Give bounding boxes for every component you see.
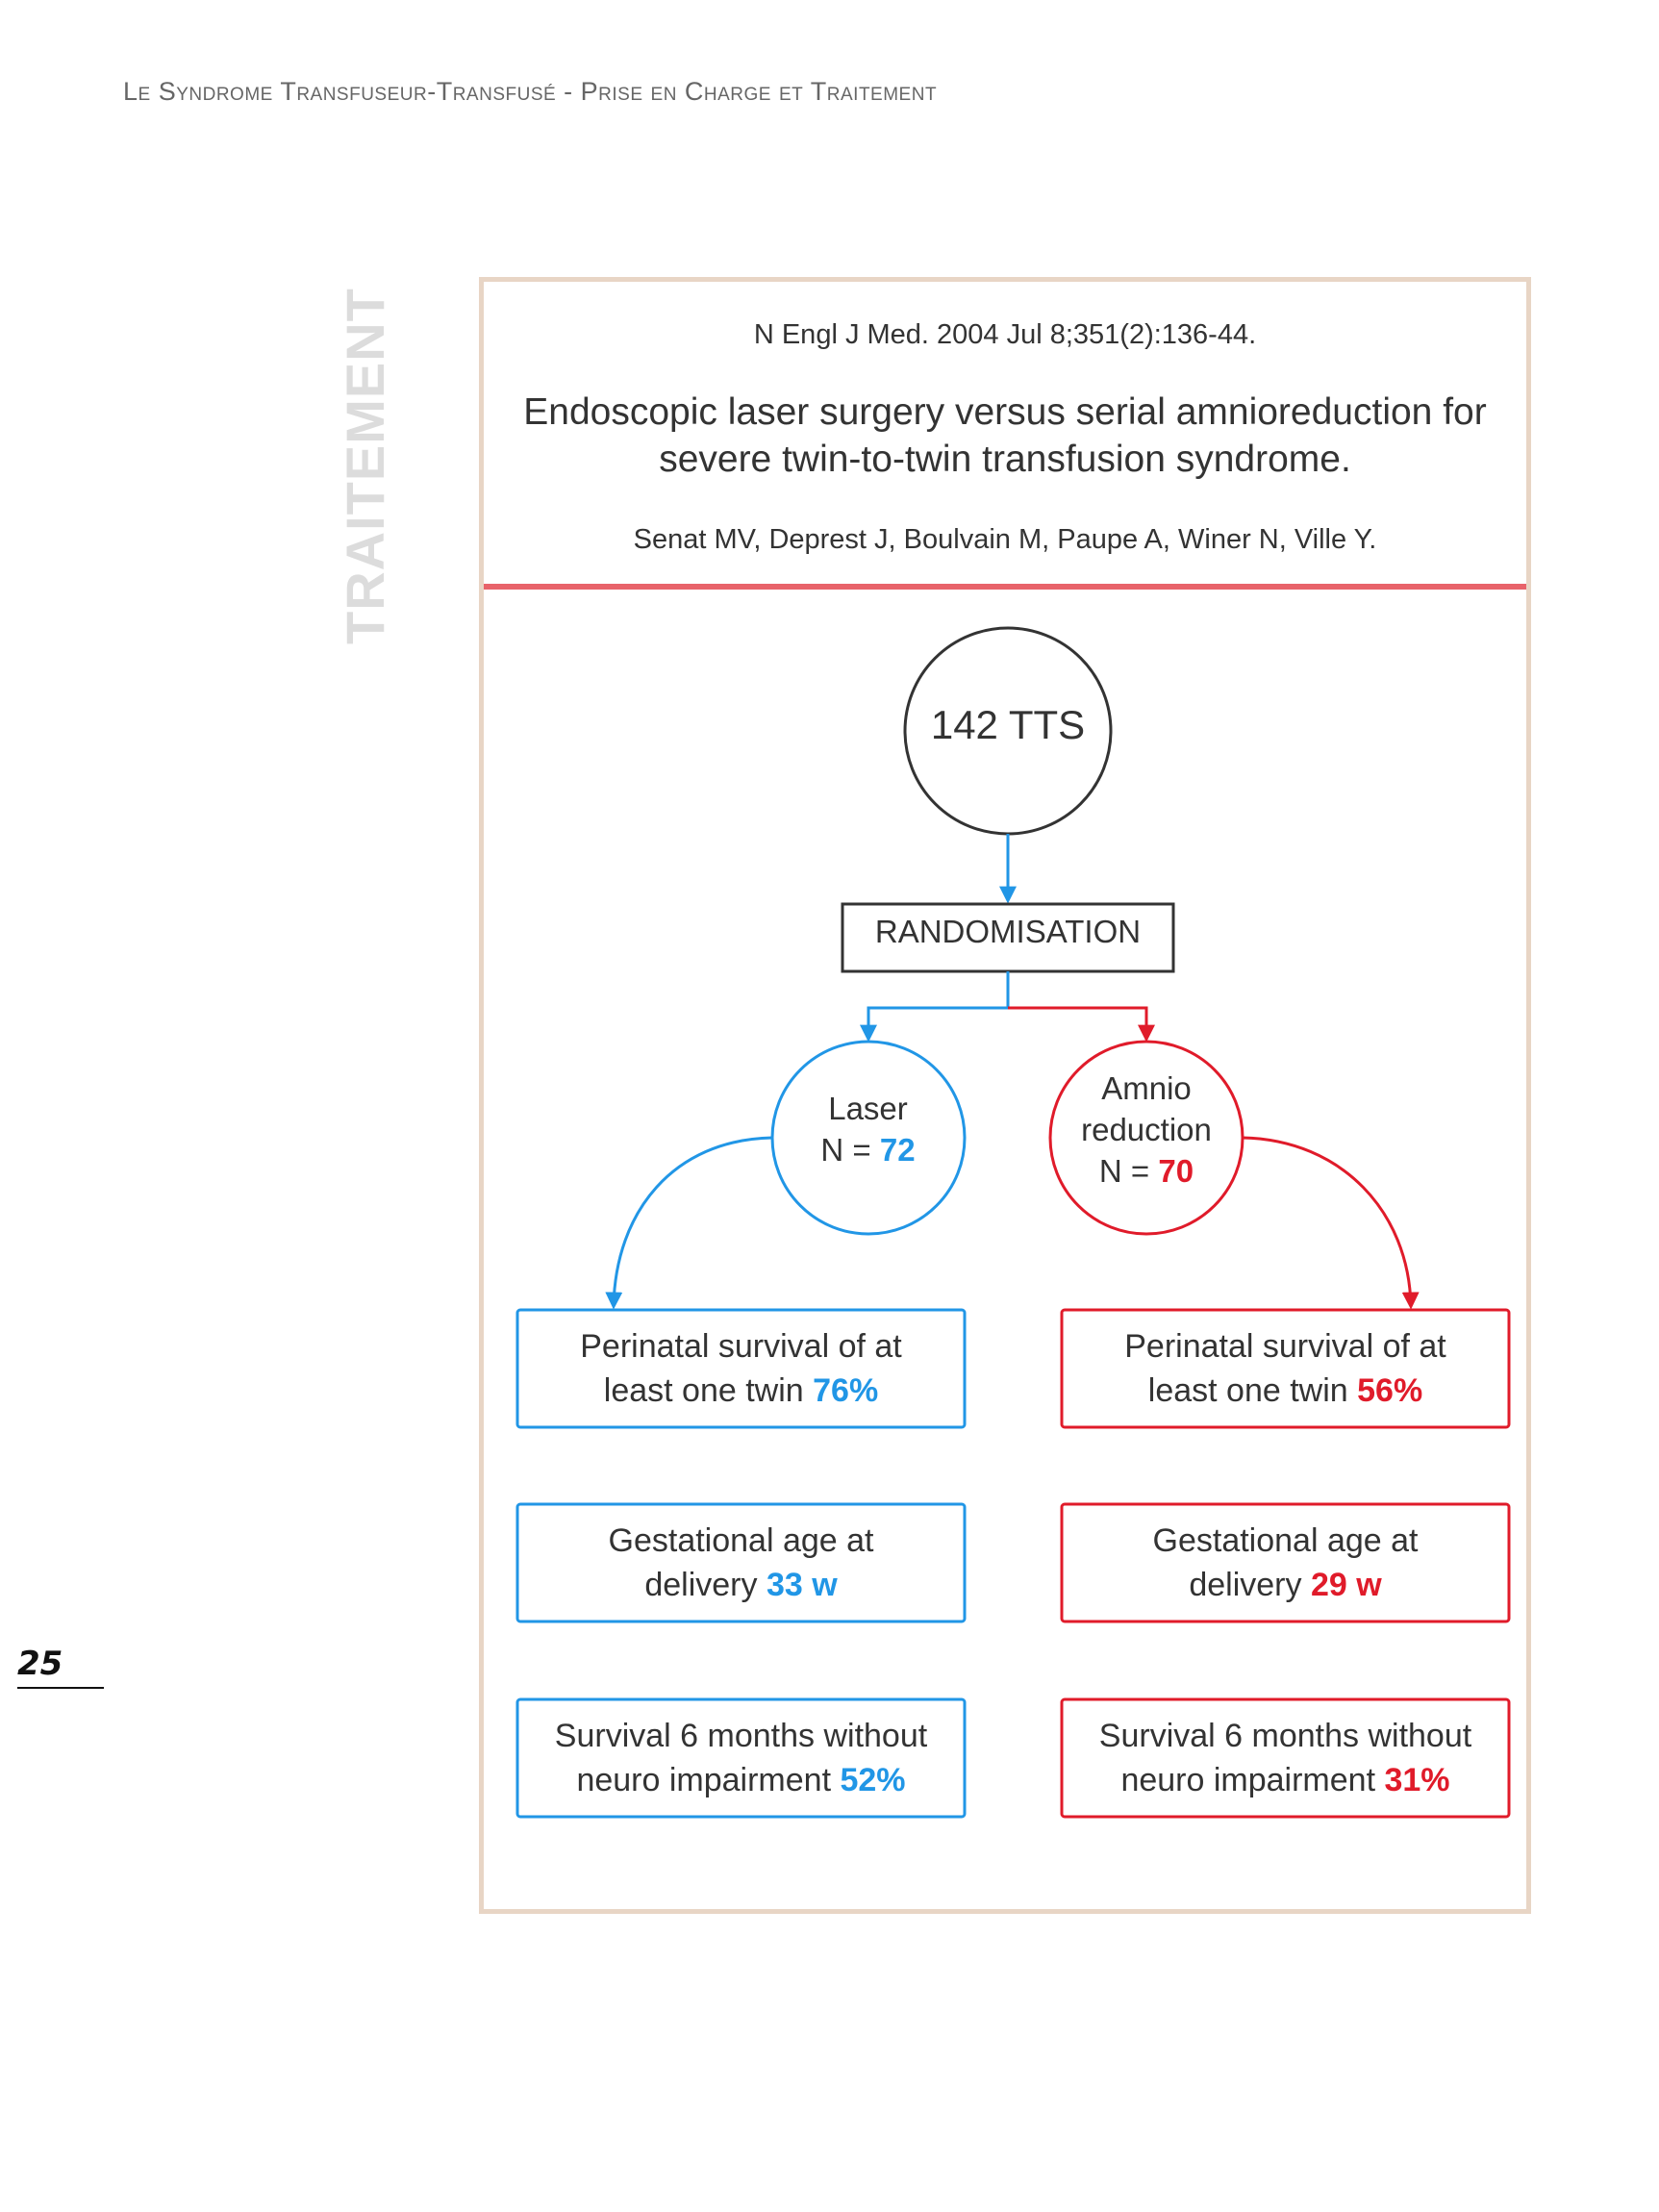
amnio-outcome-1-text: Perinatal survival of at least one twin … <box>1062 1324 1509 1413</box>
amnio-outcome-3-text: Survival 6 months without neuro impairme… <box>1062 1714 1509 1802</box>
outcome-value: 56% <box>1357 1372 1423 1409</box>
study-title-line-2: severe twin-to-twin transfusion syndrome… <box>659 439 1351 480</box>
laser-name: Laser <box>828 1091 908 1126</box>
study-citation: N Engl J Med. 2004 Jul 8;351(2):136-44. <box>753 319 1257 350</box>
study-title: Endoscopic laser surgery versus serial a… <box>484 389 1526 483</box>
laser-outcome-box-3 <box>515 1697 967 1819</box>
amnio-group-label: Amnio reduction N = 70 <box>1050 1068 1243 1192</box>
amnio-outcome-box-1 <box>1060 1308 1511 1429</box>
laser-branch-connector <box>860 971 1010 1043</box>
laser-group-label: Laser N = 72 <box>769 1088 967 1170</box>
outcome-label: delivery <box>644 1567 767 1603</box>
amnio-outcome-2-text: Gestational age at delivery 29 w <box>1062 1519 1509 1607</box>
outcome-value: 52% <box>840 1762 906 1798</box>
header-divider <box>484 584 1526 590</box>
randomisation-box <box>841 902 1175 973</box>
outcome-line-1: Gestational age at <box>608 1522 874 1559</box>
amnio-name-line-2: reduction <box>1081 1112 1212 1147</box>
laser-outcome-box-2 <box>515 1502 967 1623</box>
amnio-name-line-1: Amnio <box>1101 1070 1192 1106</box>
outcome-line-2: least one twin 76% <box>517 1369 965 1413</box>
outcome-line-2: least one twin 56% <box>1062 1369 1509 1413</box>
randomisation-label: RANDOMISATION <box>874 914 1142 949</box>
outcome-line-1: Survival 6 months without <box>554 1718 928 1754</box>
outcome-label: delivery <box>1189 1567 1311 1603</box>
outcome-value: 33 w <box>766 1567 838 1603</box>
laser-n-prefix: N = <box>820 1132 880 1168</box>
outcome-line-1: Perinatal survival of at <box>580 1328 902 1365</box>
outcome-label: least one twin <box>1147 1372 1358 1409</box>
study-title-line-1: Endoscopic laser surgery versus serial a… <box>523 391 1487 433</box>
laser-outcome-3-text: Survival 6 months without neuro impairme… <box>517 1714 965 1802</box>
amnio-n-value: 70 <box>1158 1153 1194 1189</box>
running-header: Le Syndrome Transfuseur-Transfusé - Pris… <box>123 77 938 106</box>
laser-n: N = 72 <box>769 1129 967 1170</box>
amnio-outcome-box-3 <box>1060 1697 1511 1819</box>
laser-outcome-box-1 <box>515 1308 967 1429</box>
laser-n-value: 72 <box>879 1132 916 1168</box>
study-figure-frame <box>479 277 1531 1914</box>
outcome-value: 29 w <box>1310 1567 1382 1603</box>
outcome-line-2: neuro impairment 52% <box>517 1758 965 1802</box>
outcome-value: 31% <box>1384 1762 1450 1798</box>
amnio-n-prefix: N = <box>1098 1153 1159 1189</box>
amnio-outcome-box-2 <box>1060 1502 1511 1623</box>
study-authors: Senat MV, Deprest J, Boulvain M, Paupe A… <box>633 524 1377 555</box>
outcome-line-2: neuro impairment 31% <box>1062 1758 1509 1802</box>
outcome-label: neuro impairment <box>576 1762 841 1798</box>
laser-outcome-1-text: Perinatal survival of at least one twin … <box>517 1324 965 1413</box>
outcome-label: least one twin <box>603 1372 814 1409</box>
outcome-line-2: delivery 33 w <box>517 1563 965 1607</box>
outcome-label: neuro impairment <box>1120 1762 1385 1798</box>
outcome-line-1: Gestational age at <box>1152 1522 1419 1559</box>
amnio-outcome-arrow <box>1242 1136 1420 1310</box>
outcome-line-2: delivery 29 w <box>1062 1563 1509 1607</box>
amnio-n: N = 70 <box>1050 1150 1243 1192</box>
root-label: 142 TTS <box>930 702 1086 747</box>
amnio-branch-connector <box>1008 1006 1155 1043</box>
outcome-line-1: Survival 6 months without <box>1098 1718 1472 1754</box>
laser-outcome-2-text: Gestational age at delivery 33 w <box>517 1519 965 1607</box>
outcome-line-1: Perinatal survival of at <box>1124 1328 1446 1365</box>
laser-outcome-arrow <box>605 1136 773 1310</box>
page-number: 25 <box>17 1645 104 1689</box>
outcome-value: 76% <box>813 1372 879 1409</box>
